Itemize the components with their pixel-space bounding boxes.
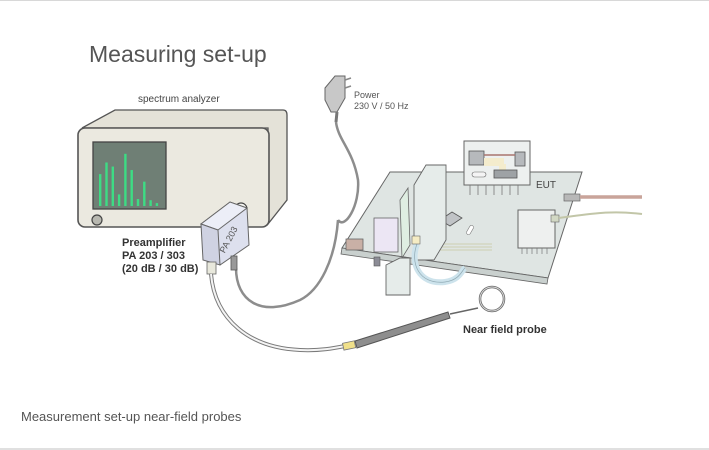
figure-caption: Measurement set-up near-field probes xyxy=(21,409,242,424)
near-field-probe: Near field probe xyxy=(342,285,547,351)
power-knob xyxy=(91,214,103,226)
eut-label: EUT xyxy=(536,180,556,191)
power-label-line1: Power xyxy=(354,90,380,100)
diagram-title: Measuring set-up xyxy=(89,41,267,67)
top-divider xyxy=(0,0,709,1)
spectrum-bar xyxy=(124,153,127,206)
eut-board: EUT xyxy=(340,140,643,296)
spectrum-bar xyxy=(111,166,114,206)
preamp-label-line2: PA 203 / 303 xyxy=(122,250,185,262)
power-label-line2: 230 V / 50 Hz xyxy=(354,101,409,111)
spectrum-bar xyxy=(117,194,121,206)
spectrum-analyzer: spectrum analyzer xyxy=(77,94,288,228)
analyzer-screen xyxy=(92,141,167,210)
probe-cable xyxy=(209,273,346,353)
preamp-label-line1: Preamplifier xyxy=(122,237,186,249)
spectrum-bar xyxy=(155,203,159,206)
spectrum-analyzer-label: spectrum analyzer xyxy=(138,94,220,105)
spectrum-display xyxy=(99,153,159,206)
spectrum-bar xyxy=(149,200,152,206)
spectrum-bar xyxy=(105,162,108,206)
bottom-divider xyxy=(0,448,709,450)
near-field-probe-label: Near field probe xyxy=(463,324,547,336)
power-plug: Power 230 V / 50 Hz xyxy=(234,75,409,309)
spectrum-bar xyxy=(136,199,140,206)
spectrum-bar xyxy=(130,170,133,206)
measurement-setup-diagram: Measuring set-up spectrum analyzer Power… xyxy=(77,41,643,353)
spectrum-bar xyxy=(99,174,102,206)
spectrum-bar xyxy=(143,181,146,206)
preamp-label-line3: (20 dB / 30 dB) xyxy=(122,263,199,275)
preamplifier: PA 203 Preamplifier PA 203 / 303 (20 dB … xyxy=(122,201,250,275)
